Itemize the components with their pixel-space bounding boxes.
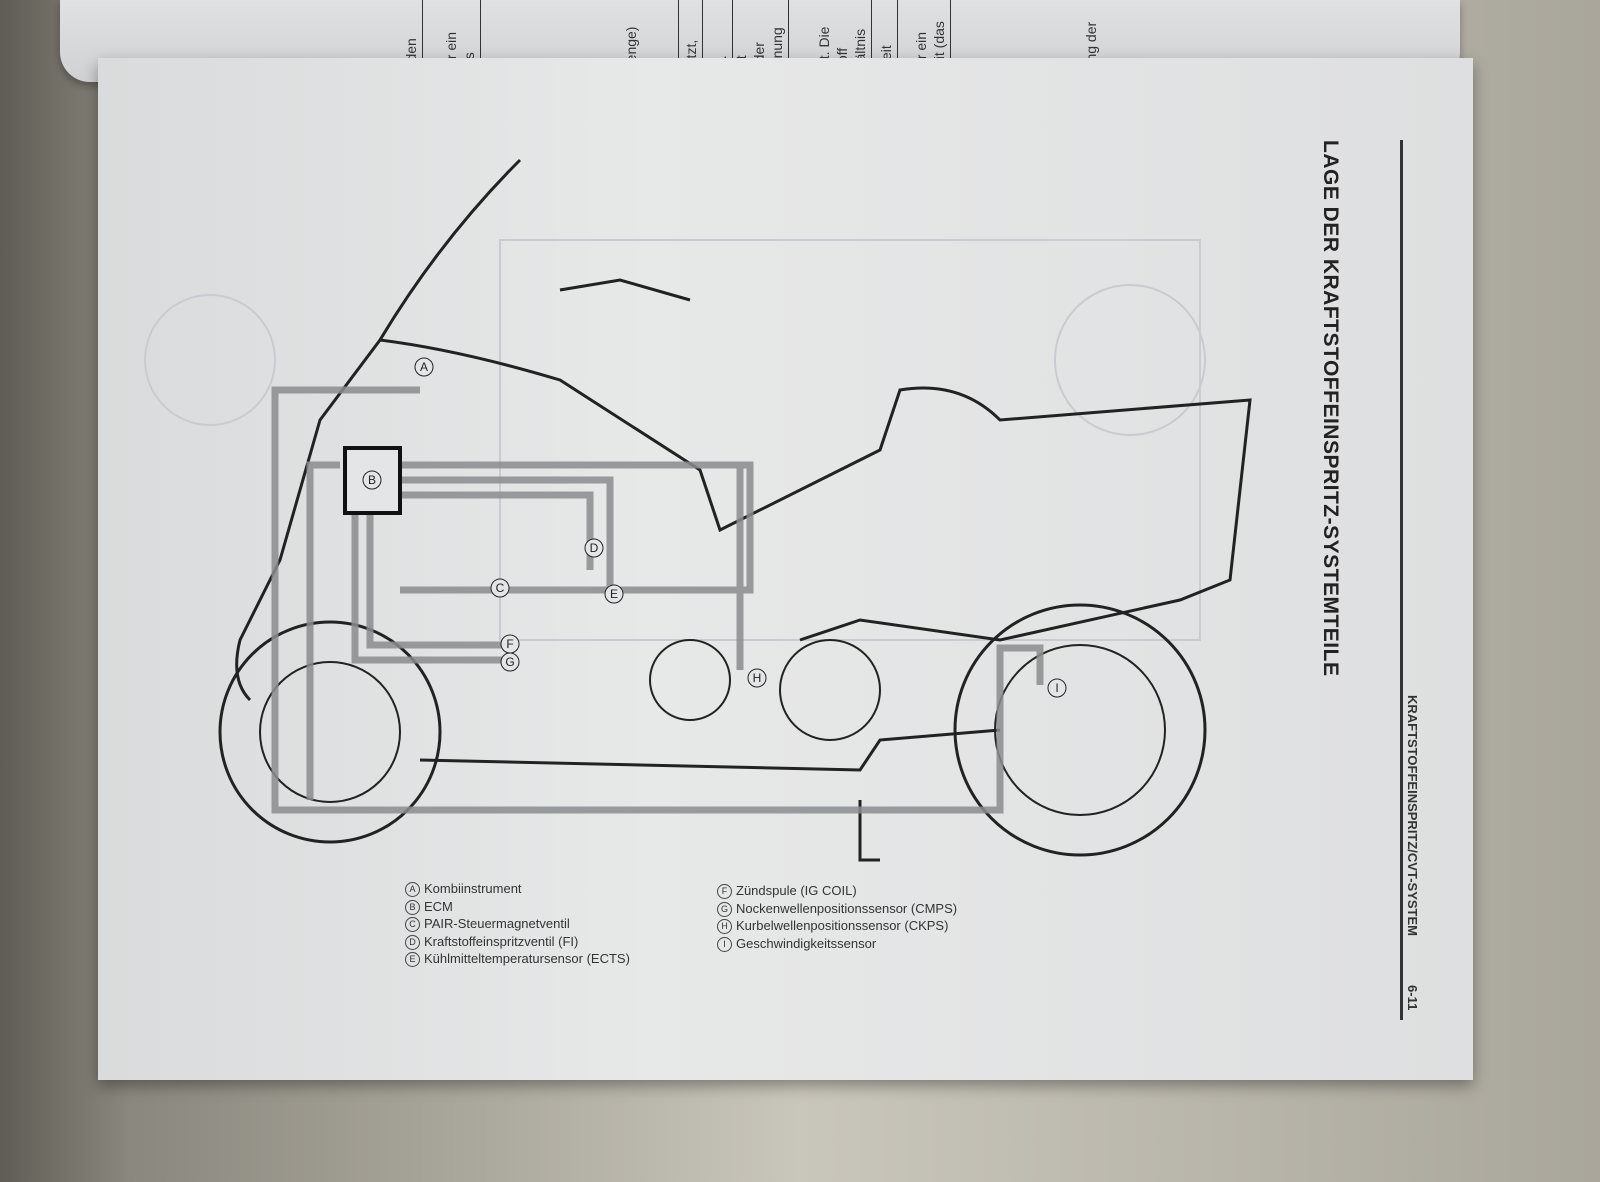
- background-ghost-drawing: [144, 239, 1206, 641]
- callout-a: A: [414, 357, 434, 377]
- svg-text:I: I: [1055, 681, 1058, 695]
- handlebar: [559, 278, 691, 302]
- svg-text:C: C: [496, 581, 505, 595]
- stand: [858, 800, 880, 862]
- floor-outline: [419, 728, 1001, 772]
- page-title: LAGE DER KRAFTSTOFFEINSPRITZ-SYSTEMTEILE: [1319, 140, 1342, 677]
- callout-d: D: [584, 538, 604, 558]
- svg-text:A: A: [420, 360, 428, 374]
- callout-g: G: [500, 652, 520, 672]
- callout-b: B: [362, 470, 382, 490]
- svg-text:B: B: [368, 473, 376, 487]
- callout-f: F: [500, 634, 520, 654]
- callout-i: I: [1047, 678, 1067, 698]
- body-outline: [379, 338, 1252, 642]
- section-header: KRAFTSTOFFEINSPRITZ/CVT-SYSTEM: [1405, 695, 1420, 936]
- svg-text:G: G: [505, 655, 514, 669]
- svg-text:D: D: [590, 541, 599, 555]
- header-rule: [1400, 140, 1403, 1020]
- svg-text:E: E: [610, 587, 618, 601]
- rear-wheel: [953, 603, 1207, 857]
- svg-text:H: H: [753, 671, 762, 685]
- callout-h: H: [747, 668, 767, 688]
- front-wheel: [218, 620, 442, 844]
- page-number: 6-11: [1405, 985, 1420, 1011]
- callout-c: C: [490, 578, 510, 598]
- wiring-harness: [271, 386, 1044, 814]
- engine: [649, 639, 731, 721]
- svg-text:F: F: [506, 637, 513, 651]
- callout-e: E: [604, 584, 624, 604]
- windshield-front: [235, 158, 522, 702]
- manual-page: [98, 58, 1473, 1080]
